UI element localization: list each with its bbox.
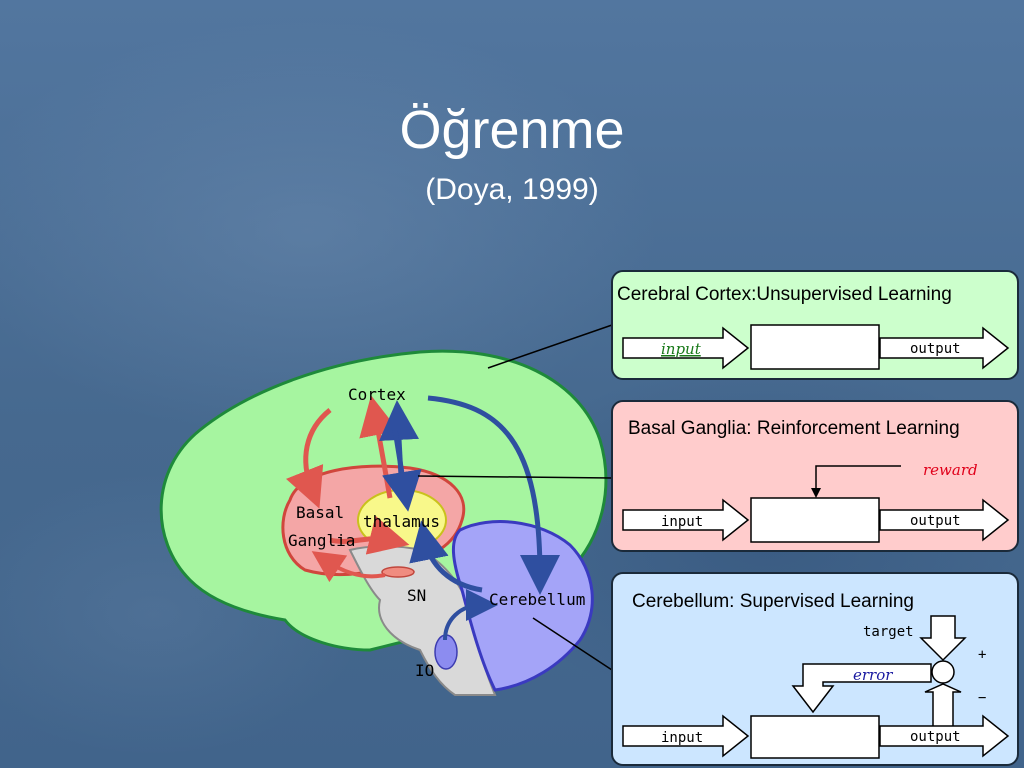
reward-line [815,465,901,492]
process-box [750,324,880,370]
panel-cerebellum-title: Cerebellum: Supervised Learning [632,591,914,612]
output-arrow [879,498,1010,542]
blue-arrow-cortex-to-thalamus [382,429,422,512]
cerebellum-label: Cerebellum [489,590,585,609]
input-label: input [661,340,702,358]
basal-label-line2: Ganglia [288,531,355,550]
input-label: input [661,730,703,746]
panel-basal-title: Basal Ganglia: Reinforcement Learning [628,418,960,439]
thalamus-label: thalamus [363,512,440,531]
error-arrow [791,663,932,714]
plus-sign: + [978,647,986,663]
sn-nucleus [381,566,415,578]
output-arrow [879,714,1010,758]
connector-cerebellum [532,617,613,671]
reward-arrowhead [811,488,821,498]
panel-basal-flow: reward input output [622,461,1010,543]
panel-basal: Basal Ganglia: Reinforcement Learning re… [611,400,1019,552]
connector-cortex [487,324,613,369]
reward-label: reward [923,461,978,479]
slide-title: Öğrenme [399,100,625,160]
io-nucleus [434,634,458,670]
output-arrow [879,326,1010,370]
connector-basal [417,475,613,479]
blue-arrow-io-to-cerebellum [443,589,498,641]
output-label: output [910,729,961,745]
input-arrow [622,498,750,542]
process-box [750,715,880,759]
red-arrow-basal-to-thalamus [329,515,410,555]
red-arrow-cortex-to-basal [286,408,332,509]
slide-subtitle: (Doya, 1999) [425,173,599,206]
error-label: error [853,666,893,684]
sn-label: SN [407,586,426,605]
blue-arrow-cerebellum-to-thalamus [409,520,483,593]
output-label: output [910,513,961,529]
red-arrow-sn-loop [311,551,386,583]
target-arrow [919,615,967,662]
output-label: output [910,341,961,357]
minus-sign: − [978,690,986,706]
panel-cortex: Cerebral Cortex:Unsupervised Learning in… [611,270,1019,380]
process-box [750,497,880,543]
input-label: input [661,514,703,530]
cortex-label: Cortex [348,385,406,404]
comparator-circle [931,660,955,684]
panel-cortex-title: Cerebral Cortex:Unsupervised Learning [617,284,952,305]
panel-cerebellum-flow: target + − error input output [622,615,1010,759]
target-label: target [863,624,914,640]
panel-cerebellum: Cerebellum: Supervised Learning target +… [611,572,1019,766]
io-label: IO [415,661,434,680]
panel-cortex-flow: input output [622,324,1010,370]
input-arrow [622,714,750,758]
input-arrow [622,326,750,370]
blue-arrow-cortex-to-cerebellum [427,395,560,595]
basal-label-line1: Basal [296,503,344,522]
